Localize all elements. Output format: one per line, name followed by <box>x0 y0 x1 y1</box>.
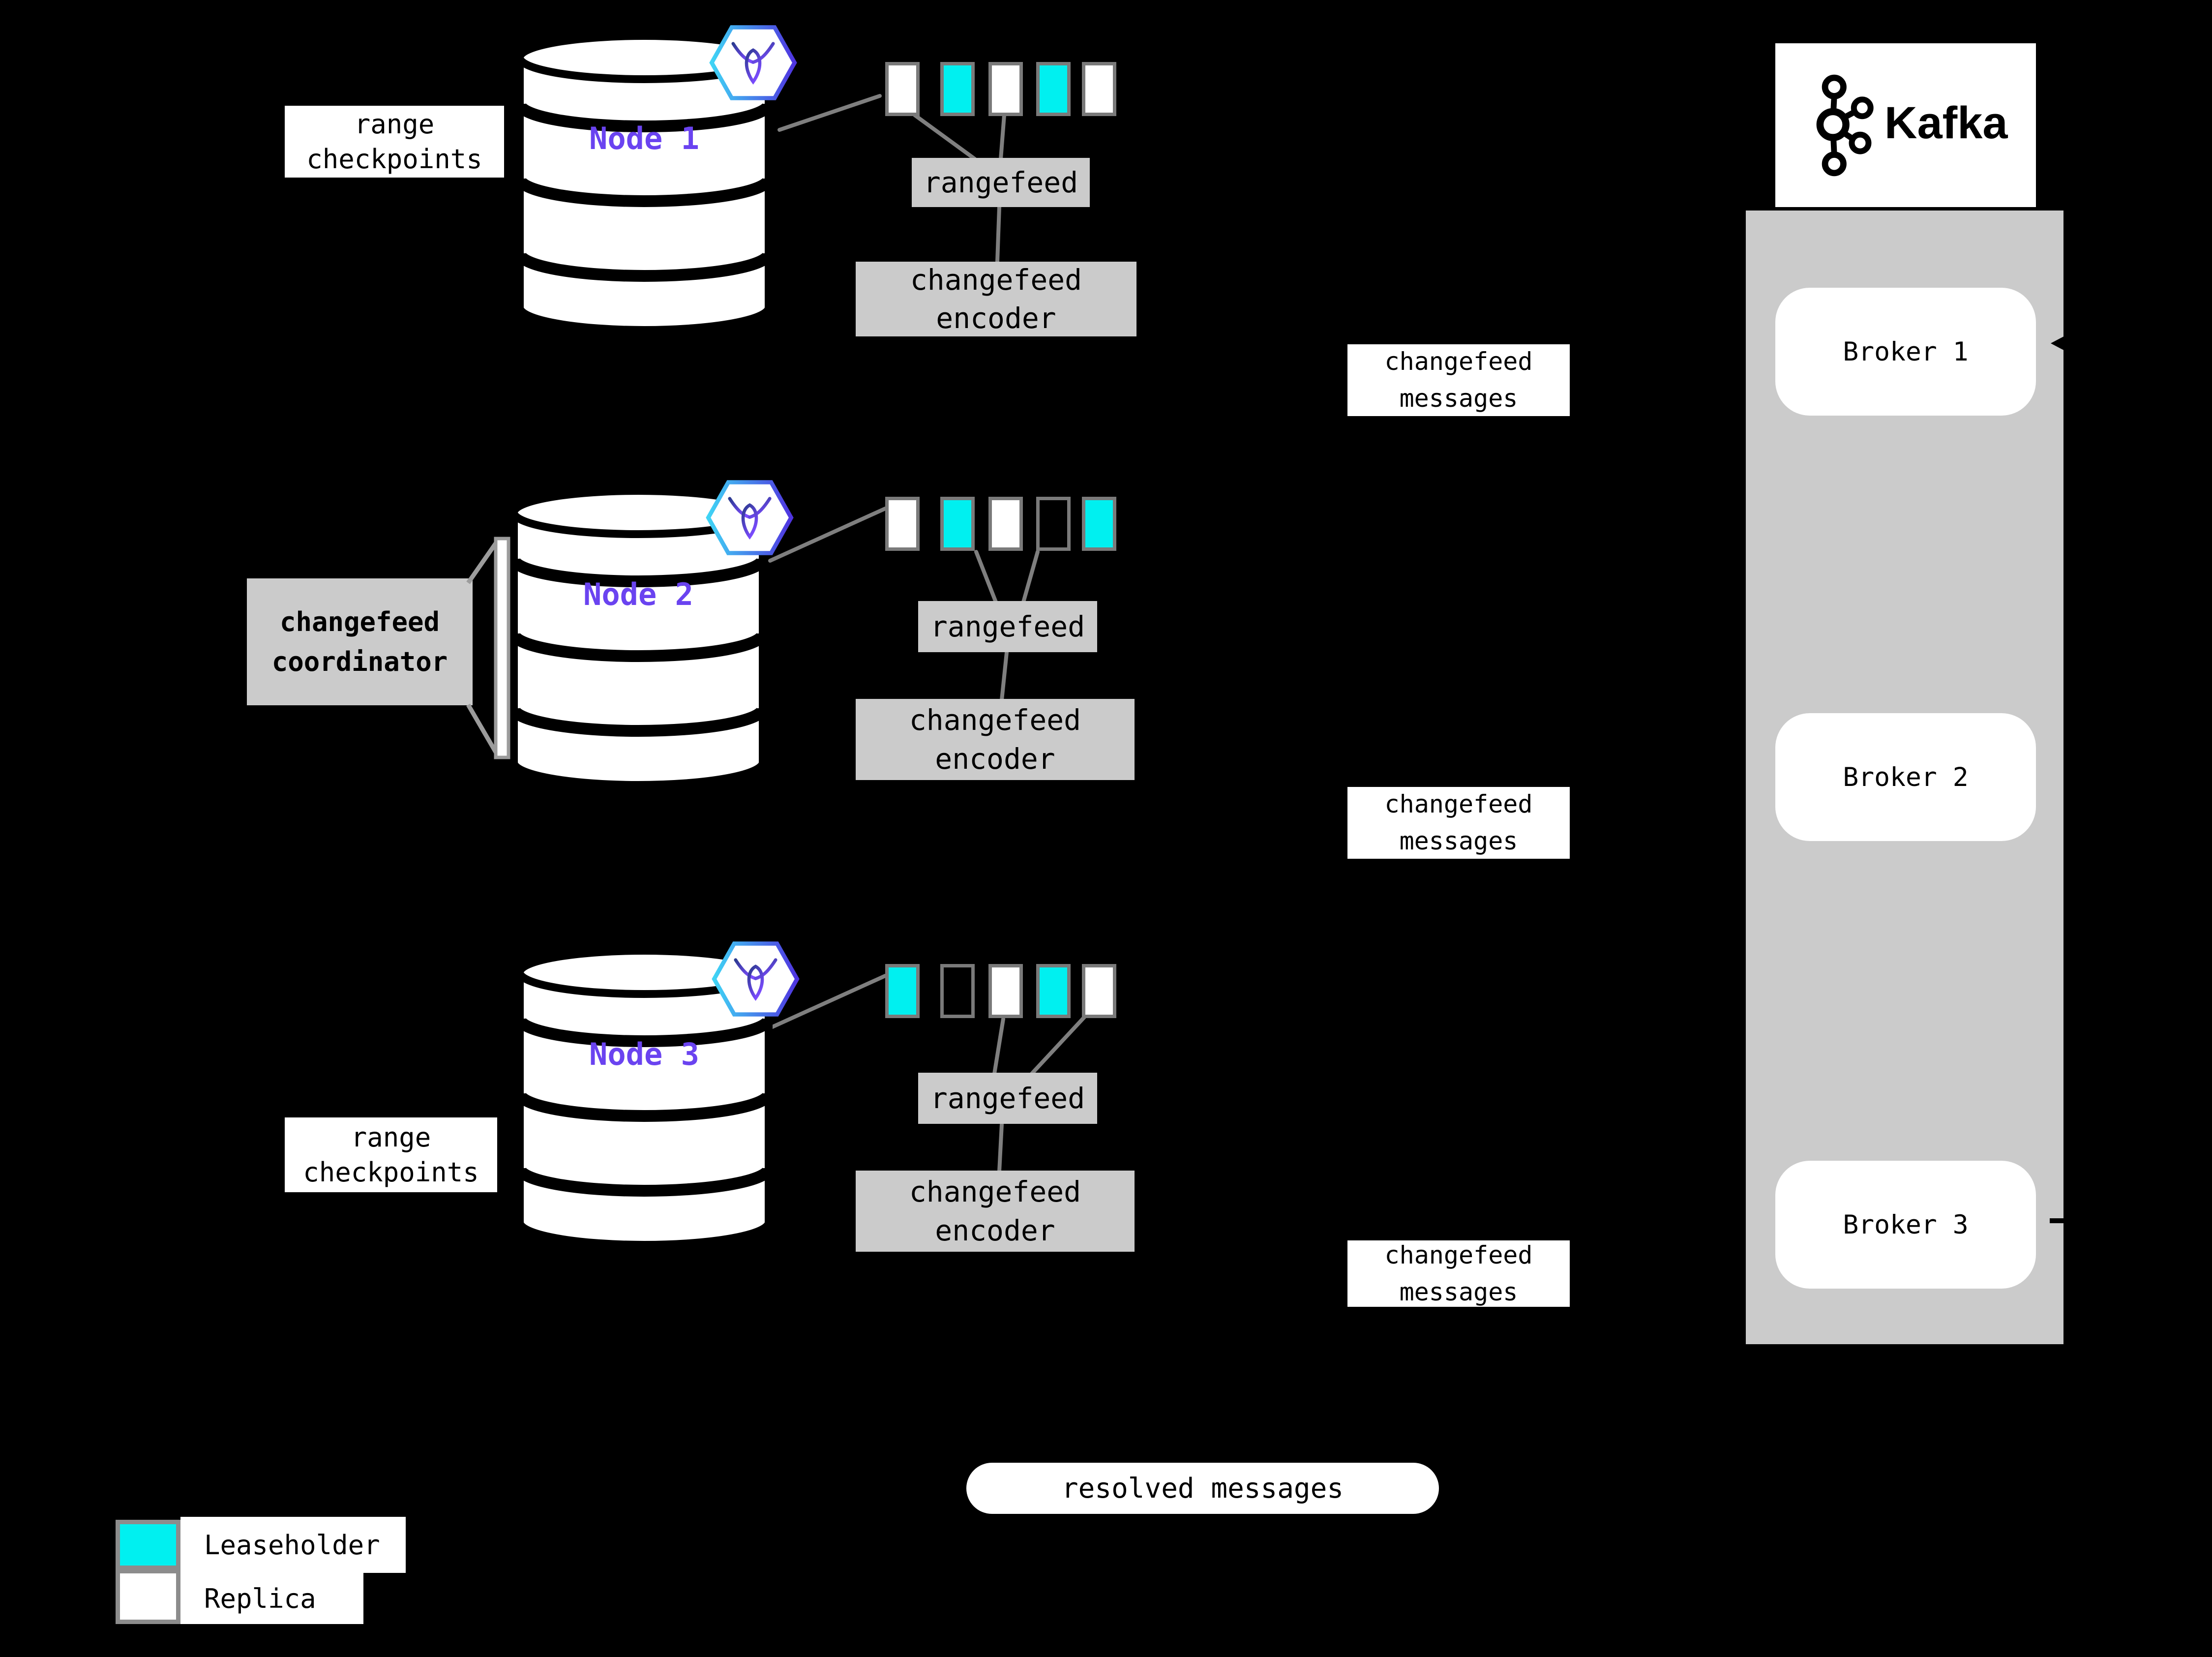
connector-line <box>768 974 887 1030</box>
range-box <box>885 62 920 116</box>
changefeed-messages-label-1: changefeed messages <box>1347 344 1570 416</box>
legend-replica-label: Replica <box>180 1573 363 1624</box>
range-box <box>1036 497 1071 551</box>
cockroachdb-logo-icon <box>709 25 797 100</box>
changefeed-messages-label-2: changefeed messages <box>1347 787 1570 859</box>
broker-1-box: Broker 1 <box>1775 288 2036 416</box>
range-box <box>1082 964 1116 1018</box>
connector-line <box>1000 651 1009 702</box>
range-box <box>1082 62 1116 116</box>
database-cylinder-node-1 <box>515 32 774 334</box>
range-box <box>988 964 1023 1018</box>
connector-line <box>1021 550 1040 604</box>
changefeed-encoder-box-1: changefeed encoder <box>856 262 1136 336</box>
changefeed-encoder-box-3: changefeed encoder <box>856 1171 1135 1252</box>
range-box <box>1082 497 1116 551</box>
legend-leaseholder-label: Leaseholder <box>180 1517 406 1573</box>
resolved-messages-pill: resolved messages <box>966 1463 1439 1514</box>
broker-2-box: Broker 2 <box>1775 713 2036 841</box>
range-box <box>885 497 920 551</box>
connector-line <box>768 507 887 563</box>
cockroachdb-logo-icon <box>706 480 794 555</box>
connector-line <box>995 205 1001 264</box>
rangefeed-box-3: rangefeed <box>918 1073 1097 1124</box>
range-box <box>1036 62 1071 116</box>
connector-line <box>913 113 977 161</box>
range-box <box>1036 964 1071 1018</box>
range-box <box>940 62 975 116</box>
database-cylinder-node-3 <box>515 947 774 1249</box>
connector-line <box>1030 1015 1086 1076</box>
range-checkpoints-label-top: range checkpoints <box>285 106 504 178</box>
database-cylinder-node-2 <box>509 487 768 789</box>
broker-3-box: Broker 3 <box>1775 1161 2036 1289</box>
range-box <box>940 497 975 551</box>
connector-line <box>974 550 998 604</box>
node-2-label: Node 2 <box>583 576 693 612</box>
rangefeed-box-1: rangefeed <box>912 158 1090 207</box>
range-checkpoints-label-bottom: range checkpoints <box>285 1117 497 1192</box>
node-3-label: Node 3 <box>589 1036 699 1072</box>
changefeed-encoder-box-2: changefeed encoder <box>856 699 1135 780</box>
connector-line <box>997 1122 1004 1174</box>
connector-line <box>992 1017 1005 1076</box>
legend-leaseholder-swatch <box>116 1520 180 1570</box>
range-box <box>940 964 975 1018</box>
connector-line <box>777 94 882 132</box>
range-box <box>885 964 920 1018</box>
kafka-wordmark: Kafka <box>1884 98 2008 148</box>
coordinator-pointer <box>466 537 510 759</box>
changefeed-coordinator-box: changefeed coordinator <box>247 578 473 705</box>
changefeed-messages-label-3: changefeed messages <box>1347 1240 1570 1307</box>
range-box <box>988 497 1023 551</box>
connector-line <box>999 113 1006 161</box>
node-1-label: Node 1 <box>589 121 699 156</box>
rangefeed-box-2: rangefeed <box>918 601 1097 652</box>
cockroachdb-logo-icon <box>712 941 800 1017</box>
legend-replica-swatch <box>116 1569 180 1624</box>
range-box <box>988 62 1023 116</box>
